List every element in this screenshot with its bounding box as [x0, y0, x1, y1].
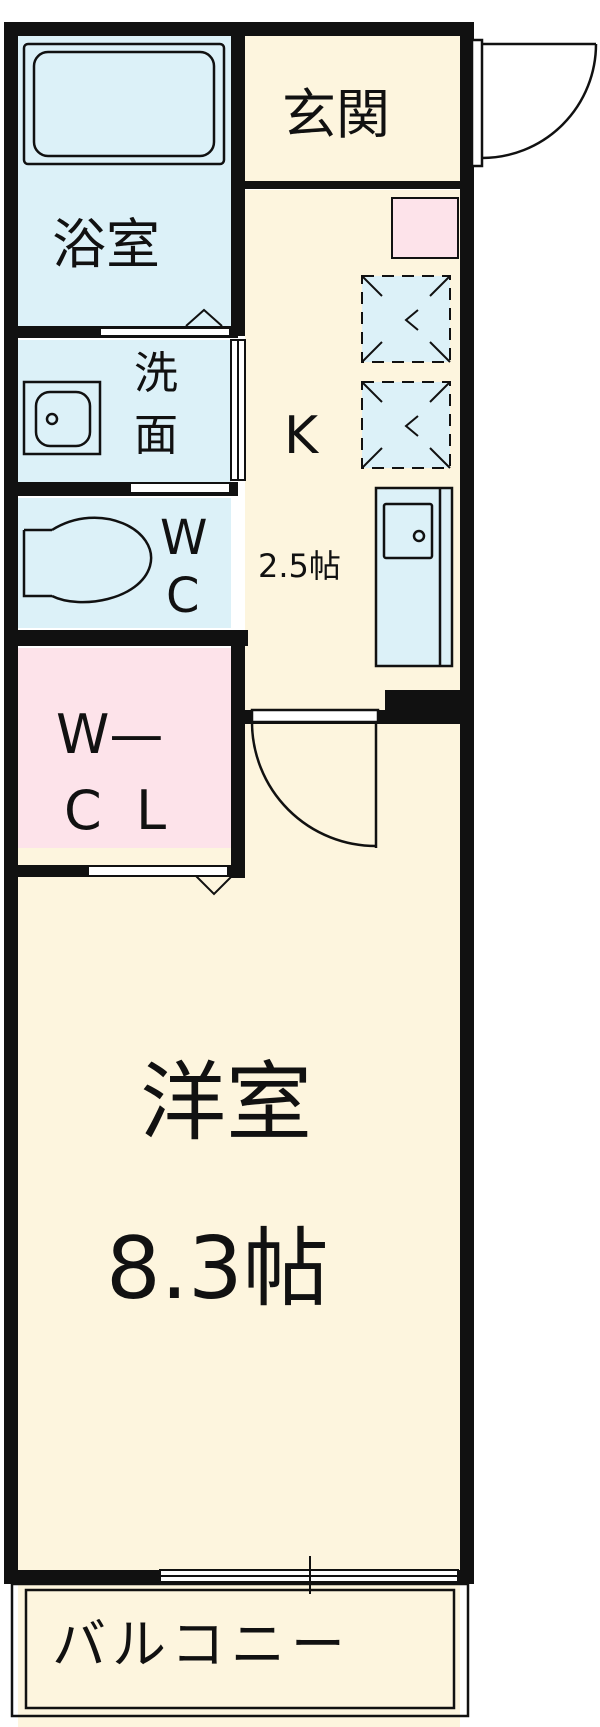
closet-label-line1: W—: [56, 703, 164, 766]
toilet-floor: [18, 498, 231, 628]
bathtub-icon: [22, 42, 226, 166]
kitchen-sink-icon: [374, 486, 454, 668]
washroom-door-icon: [230, 339, 246, 481]
washroom-label-line1: 洗: [134, 348, 178, 399]
shoe-box: [391, 197, 459, 259]
balcony-window-icon: [159, 1556, 459, 1594]
washroom-label-line2: 面: [134, 410, 178, 461]
western-room-floor: [18, 720, 460, 1727]
closet-door-icon: [87, 865, 233, 896]
closet-floor: [18, 648, 231, 848]
toilet-door-icon: [129, 482, 231, 494]
balcony-label: バルコニー: [52, 1613, 351, 1676]
entrance-label: 玄関: [282, 83, 390, 146]
washbasin-icon: [22, 380, 102, 456]
bathroom-floor: [18, 36, 231, 328]
closet-label-line2: C L: [64, 779, 167, 842]
bathroom-door-icon: [99, 308, 231, 337]
washroom-floor: [18, 340, 231, 482]
balcony-railing: [10, 1582, 470, 1718]
entrance-floor: [245, 36, 460, 181]
western-room-label: 洋室: [140, 1053, 312, 1153]
entrance-door-icon: [470, 38, 598, 168]
bathroom-label: 浴室: [52, 213, 160, 276]
kitchen-size: 2.5帖: [258, 547, 341, 585]
stove-icon: [361, 275, 451, 469]
toilet-label-line2: C: [166, 568, 200, 624]
western-room-size: 8.3帖: [106, 1219, 329, 1319]
room-door-icon: [250, 708, 380, 848]
kitchen-label: K: [284, 406, 319, 466]
toilet-icon: [22, 516, 153, 604]
toilet-label-line1: W: [160, 510, 208, 566]
